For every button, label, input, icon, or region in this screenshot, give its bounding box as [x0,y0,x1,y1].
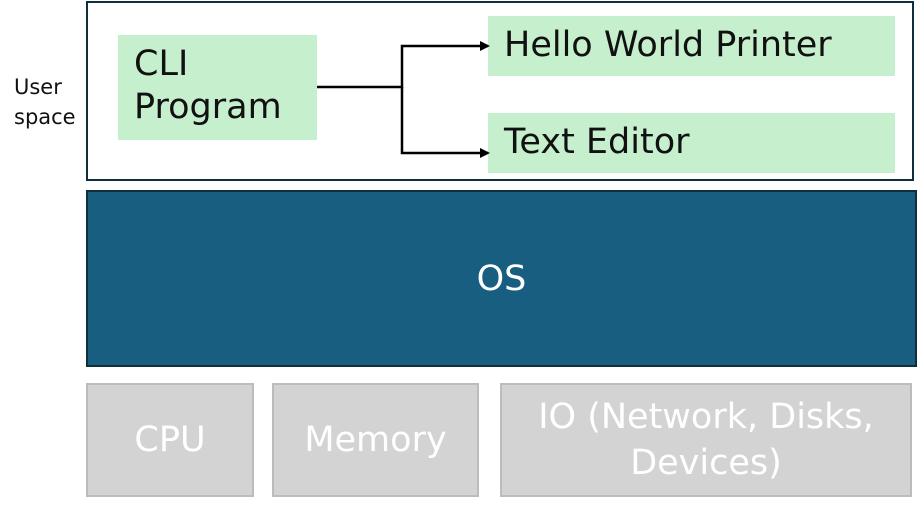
user-space-label: User space [14,75,76,129]
cpu-label: CPU [134,420,206,460]
cpu-box: CPU [86,383,254,497]
io-box: IO (Network, Disks, Devices) [500,383,912,497]
io-label: IO (Network, Disks, Devices) [538,397,874,483]
os-label: OS [476,258,527,299]
os-layer: OS [86,190,917,367]
hello-world-printer-box: Hello World Printer [488,16,895,76]
text-editor-box: Text Editor [488,113,895,173]
memory-box: Memory [272,383,479,497]
cli-program-box: CLI Program [118,35,317,140]
memory-label: Memory [304,420,447,460]
